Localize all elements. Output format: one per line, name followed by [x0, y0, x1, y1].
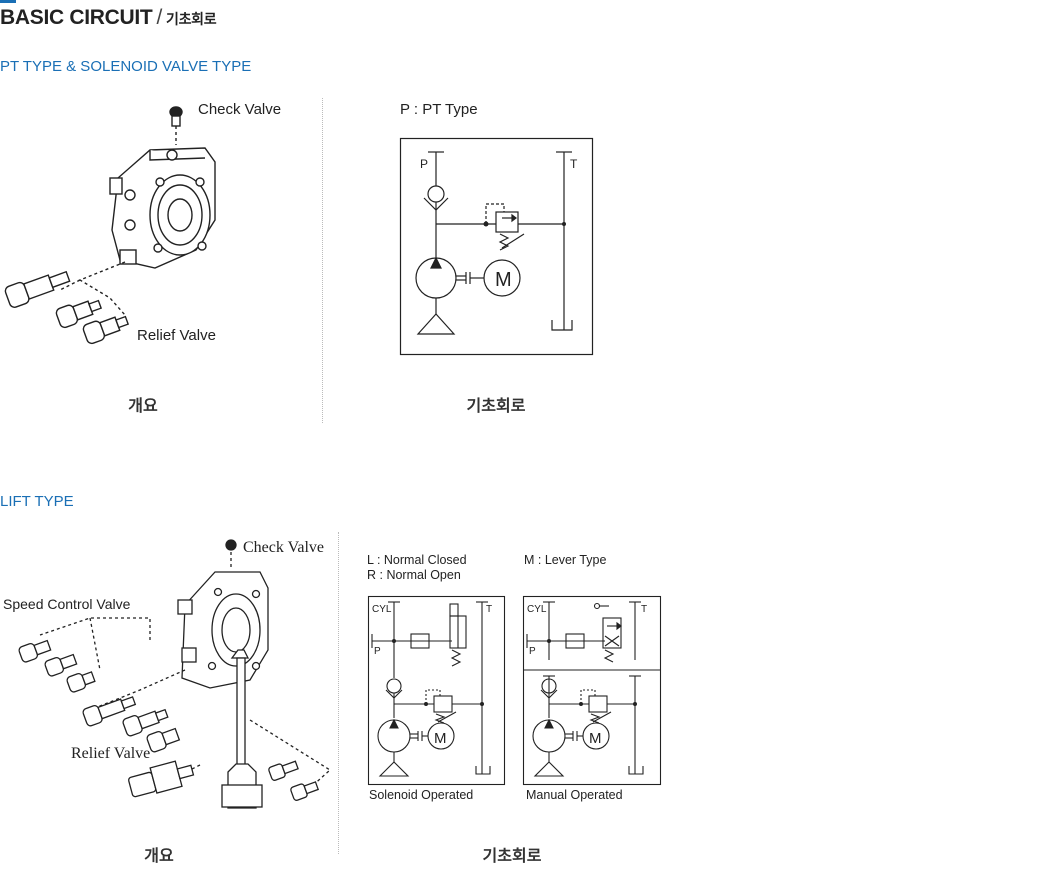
solenoid-circuit-port-t: T: [486, 604, 492, 615]
section2-circuit-caption: 기초회로: [482, 846, 542, 865]
legend-normal-open: R : Normal Open: [367, 568, 461, 582]
pt-type-circuit-diagram: P T M: [399, 137, 594, 356]
manual-circuit-port-t: T: [641, 604, 647, 615]
section2-overview-caption: 개요: [144, 846, 174, 865]
pt-type-label: P : PT Type: [400, 101, 478, 118]
lift-relief-valve-label: Relief Valve: [71, 745, 151, 762]
solenoid-operated-circuit-diagram: CYL P T M: [367, 595, 506, 786]
pt-circuit-port-p: P: [420, 157, 428, 171]
manual-operated-circuit-diagram: CYL P T M: [522, 595, 662, 786]
pt-type-valve-illustration: [4, 106, 216, 345]
lift-check-valve-label: Check Valve: [243, 539, 325, 556]
solenoid-circuit-cyl: CYL: [372, 604, 392, 615]
manual-circuit-cyl: CYL: [527, 604, 547, 615]
legend-normal-closed: L : Normal Closed: [367, 553, 467, 567]
section1-subtitle: PT TYPE & SOLENOID VALVE TYPE: [0, 58, 252, 75]
section1-divider: [322, 98, 323, 423]
solenoid-circuit-port-p: P: [374, 646, 381, 657]
pt-circuit-motor: M: [495, 269, 512, 291]
solenoid-operated-label: Solenoid Operated: [369, 788, 474, 802]
page-title-korean: 기초회로: [165, 11, 217, 27]
section2-divider: [338, 532, 339, 854]
speed-control-valve-label: Speed Control Valve: [3, 596, 131, 612]
section2-subtitle: LIFT TYPE: [0, 493, 74, 510]
legend-lever-type: M : Lever Type: [524, 553, 607, 567]
page-title-separator: /: [156, 6, 162, 29]
lift-type-valve-illustration: [18, 539, 332, 809]
manual-operated-label: Manual Operated: [526, 788, 623, 802]
manual-circuit-motor: M: [589, 730, 602, 747]
page-title: BASIC CIRCUIT/기초회로: [0, 6, 217, 30]
heading-accent-bar: [0, 0, 16, 3]
section1-circuit-caption: 기초회로: [466, 396, 526, 415]
section1-overview-caption: 개요: [128, 396, 158, 415]
solenoid-circuit-motor: M: [434, 730, 447, 747]
page-title-text: BASIC CIRCUIT: [0, 6, 153, 29]
manual-circuit-port-p: P: [529, 646, 536, 657]
relief-valve-label: Relief Valve: [137, 327, 216, 344]
pt-circuit-port-t: T: [570, 157, 578, 171]
check-valve-label: Check Valve: [198, 101, 282, 118]
